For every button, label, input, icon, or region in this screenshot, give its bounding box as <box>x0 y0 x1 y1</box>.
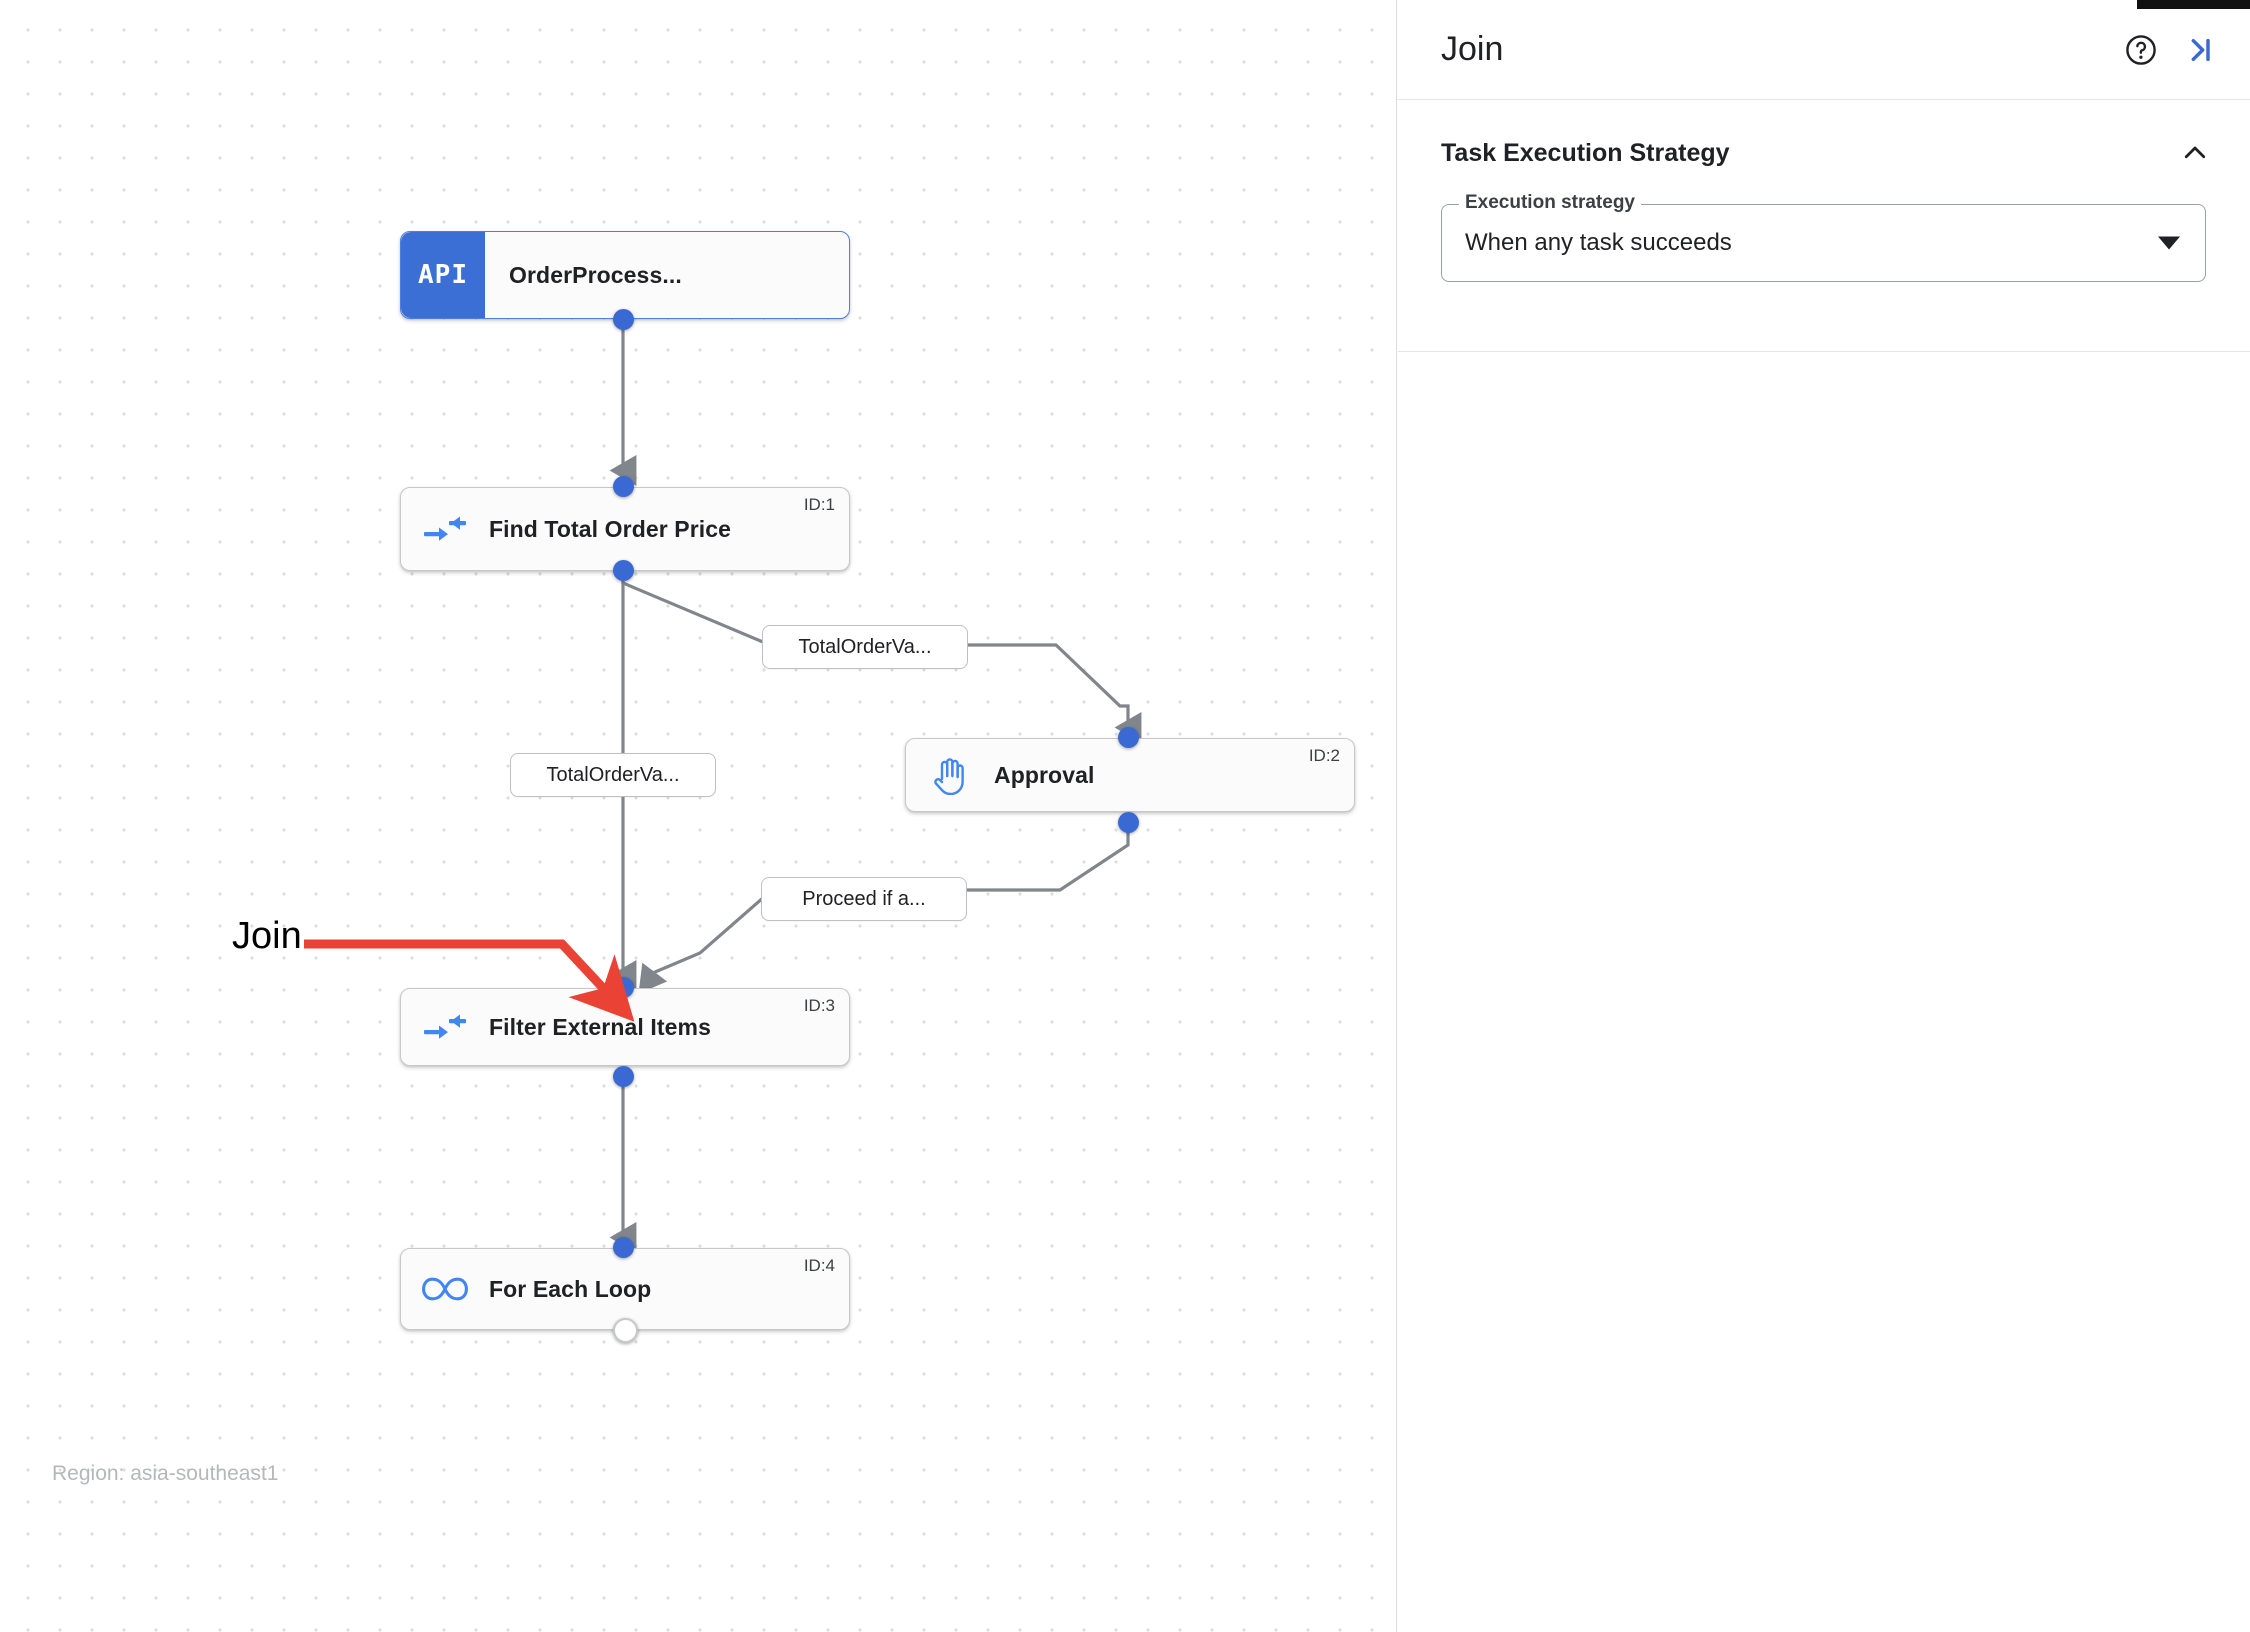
edge-label-total-order-value-left[interactable]: TotalOrderVa... <box>510 753 716 797</box>
node-task2-output-port[interactable] <box>1118 812 1139 833</box>
edge-label-total-order-value-right[interactable]: TotalOrderVa... <box>762 625 968 669</box>
help-circle-icon[interactable] <box>2124 33 2158 67</box>
node-task2-input-port[interactable] <box>1118 727 1139 748</box>
chevron-up-icon[interactable] <box>2180 138 2210 168</box>
panel-title: Join <box>1441 30 1504 68</box>
node-label: Filter External Items <box>489 1013 711 1040</box>
execution-strategy-value: When any task succeeds <box>1465 229 1732 256</box>
task-execution-strategy-header[interactable]: Task Execution Strategy <box>1397 100 2250 168</box>
collapse-panel-icon[interactable] <box>2184 34 2216 66</box>
annotation-label-join: Join <box>232 915 302 957</box>
section-title: Task Execution Strategy <box>1441 138 1730 167</box>
infinity-icon <box>401 1275 489 1303</box>
node-approval[interactable]: Approval ID:2 <box>905 738 1355 812</box>
node-label: Find Total Order Price <box>489 515 732 542</box>
node-label: Approval <box>994 761 1095 788</box>
node-filter-external-items[interactable]: Filter External Items ID:3 <box>400 988 850 1066</box>
data-mapping-icon <box>401 1010 489 1044</box>
properties-panel: Join Task Execution Strategy Execution s… <box>1396 0 2250 1632</box>
node-id-badge: ID:1 <box>803 495 835 514</box>
region-label: Region: asia-southeast1 <box>52 1462 279 1485</box>
node-find-total-order-price[interactable]: Find Total Order Price ID:1 <box>400 487 850 571</box>
node-task4-output-port[interactable] <box>613 1318 638 1343</box>
node-id-badge: ID:3 <box>803 996 835 1015</box>
data-mapping-icon <box>401 512 489 546</box>
node-label: OrderProcess... <box>509 261 682 288</box>
panel-header: Join <box>1397 0 2250 100</box>
workflow-canvas[interactable]: Join API OrderProcess... Find Total Orde… <box>0 0 1396 1632</box>
node-id-badge: ID:2 <box>1308 746 1340 765</box>
node-order-process-trigger[interactable]: API OrderProcess... <box>400 231 850 319</box>
node-task1-input-port[interactable] <box>613 476 634 497</box>
execution-strategy-label: Execution strategy <box>1459 193 1641 213</box>
chevron-down-icon[interactable] <box>2158 236 2180 250</box>
node-trigger-output-port[interactable] <box>613 309 634 330</box>
raised-hand-icon <box>906 755 994 795</box>
api-badge-icon: API <box>401 232 485 318</box>
node-id-badge: ID:4 <box>803 1256 835 1275</box>
edge-label-proceed-if-approved[interactable]: Proceed if a... <box>761 877 967 921</box>
execution-strategy-select[interactable]: Execution strategy When any task succeed… <box>1441 193 2206 282</box>
node-task3-input-port[interactable] <box>613 977 634 998</box>
section-divider <box>1398 351 2250 352</box>
node-task3-output-port[interactable] <box>613 1066 634 1087</box>
node-task4-input-port[interactable] <box>613 1237 634 1258</box>
node-label: For Each Loop <box>489 1275 652 1302</box>
node-task1-output-port[interactable] <box>613 560 634 581</box>
panel-top-strip <box>2137 0 2250 9</box>
